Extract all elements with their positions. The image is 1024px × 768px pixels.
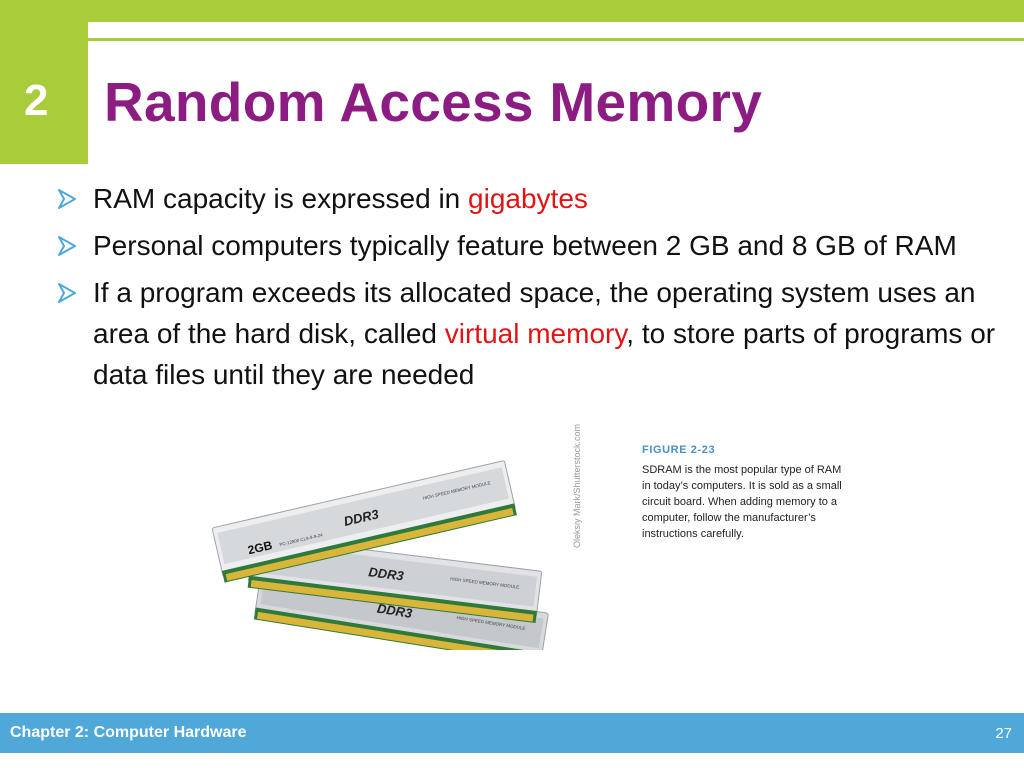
arrow-bullet-icon <box>58 236 76 256</box>
ram-module-top: 2GB PC-12800 CL9-9-9-24 DDR3 HIGH SPEED … <box>211 460 517 583</box>
bullet-item: RAM capacity is expressed in gigabytes <box>56 178 1016 219</box>
arrow-bullet-icon <box>58 283 76 303</box>
bullet-text: RAM capacity is expressed in <box>93 183 469 214</box>
chapter-badge: 2 <box>0 22 88 164</box>
bullet-text: Personal computers typically feature bet… <box>93 230 957 261</box>
svg-text:DDR3: DDR3 <box>368 564 406 583</box>
arrow-bullet-icon <box>58 189 76 209</box>
keyword-virtual-memory: virtual memory <box>444 318 627 349</box>
bullet-list: RAM capacity is expressed in gigabytes P… <box>56 178 1016 401</box>
keyword-gigabytes: gigabytes <box>468 183 588 214</box>
footer-bar: Chapter 2: Computer Hardware 27 <box>0 713 1024 753</box>
bullet-item: Personal computers typically feature bet… <box>56 225 1016 266</box>
top-accent-rule <box>88 38 1024 41</box>
svg-text:2GB: 2GB <box>246 538 274 557</box>
footer-chapter-title: Chapter 2: Computer Hardware <box>10 724 247 741</box>
figure-caption: FIGURE 2-23 SDRAM is the most popular ty… <box>642 444 842 542</box>
slide-title: Random Access Memory <box>104 71 763 133</box>
page-number: 27 <box>995 725 1012 742</box>
bullet-item: If a program exceeds its allocated space… <box>56 272 1016 395</box>
figure-label: FIGURE 2-23 <box>642 444 716 456</box>
chapter-number: 2 <box>24 76 49 125</box>
figure-caption-text: SDRAM is the most popular type of RAM in… <box>642 464 842 540</box>
photo-credit: Oleksiy Mark/Shutterstock.com <box>572 423 582 548</box>
top-accent-bar <box>0 0 1024 22</box>
bullet-text: If a program exceeds its allocated space… <box>93 277 976 349</box>
bullet-text-end: , to store parts of programs or data fil… <box>93 318 996 390</box>
ram-modules-image: DDR3 HIGH SPEED MEMORY MODULE DDR3 HIGH … <box>211 460 549 650</box>
